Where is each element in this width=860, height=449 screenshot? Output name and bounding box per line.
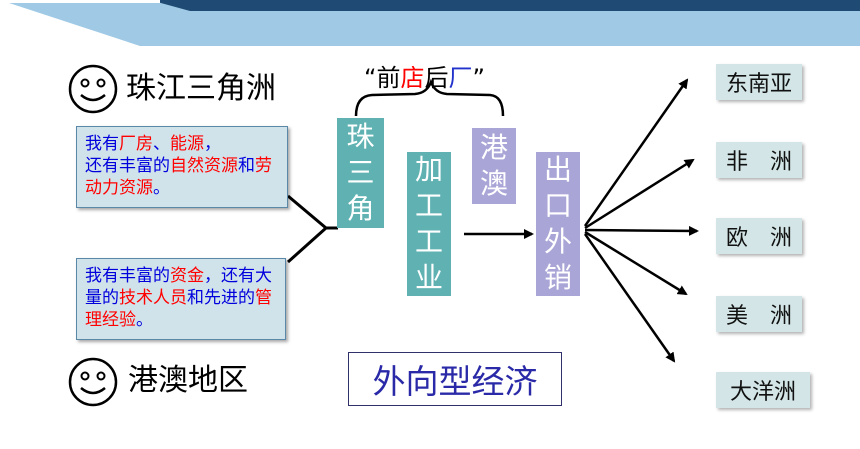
speech-highlight: 资金 bbox=[170, 266, 204, 286]
smiley-face-icon bbox=[68, 64, 118, 114]
speech-text: 。 bbox=[136, 310, 153, 330]
speech-box-prd: 我有厂房、能源， 还有丰富的自然资源和劳动力资源。 bbox=[76, 126, 288, 208]
destination-europe: 欧 洲 bbox=[716, 218, 802, 254]
hkmo-box: 港 澳 bbox=[472, 128, 516, 204]
slogan-char: 后 bbox=[424, 64, 449, 92]
speech-text: ， bbox=[204, 134, 221, 154]
speech-highlight: 技术人员 bbox=[119, 288, 187, 308]
arrow-to-dest-3 bbox=[584, 225, 699, 236]
arrow-to-dest-2 bbox=[584, 158, 695, 230]
region-label-prd: 珠江三角洲 bbox=[126, 71, 276, 106]
speech-text: ，还有大量的 bbox=[85, 266, 272, 308]
destination-africa: 非 洲 bbox=[716, 142, 802, 178]
slogan-char: 前 bbox=[376, 64, 401, 92]
destination-oceania: 大洋洲 bbox=[716, 372, 810, 408]
slogan-quote: “ bbox=[364, 64, 377, 92]
speech-text: 我有丰富的 bbox=[85, 266, 170, 286]
destination-southeast-asia: 东南亚 bbox=[716, 64, 802, 100]
slogan-brace bbox=[354, 78, 505, 117]
slogan-char: 厂 bbox=[448, 64, 473, 92]
speech-text: 。 bbox=[153, 178, 170, 198]
export-box: 出 口 外 销 bbox=[536, 152, 580, 296]
header-banner bbox=[0, 0, 860, 46]
processing-industry-box: 加 工 工 业 bbox=[407, 152, 451, 296]
smiley-face-icon bbox=[68, 357, 118, 407]
merge-line-top bbox=[287, 194, 327, 230]
hkmo-box-char: 澳 bbox=[479, 167, 508, 200]
process-box-char: 业 bbox=[414, 261, 443, 294]
arrow-to-dest-4 bbox=[584, 230, 688, 296]
slogan-quote: ” bbox=[472, 64, 485, 92]
speech-text: 和 bbox=[238, 156, 255, 176]
speech-highlight: 管理经验 bbox=[85, 288, 272, 330]
speech-highlight: 劳动力资源 bbox=[85, 156, 272, 198]
slogan-title: “前店后厂” bbox=[364, 58, 485, 93]
prd-box-char: 珠 bbox=[346, 120, 375, 153]
speech-box-hkmo: 我有丰富的资金，还有大量的技术人员和先进的管理经验。 bbox=[76, 258, 286, 340]
prd-box-char: 三 bbox=[346, 156, 375, 189]
export-box-char: 口 bbox=[543, 189, 572, 222]
slogan-char: 店 bbox=[400, 64, 425, 92]
speech-text: 和先进的 bbox=[187, 288, 255, 308]
speech-text: 还有丰富的 bbox=[85, 156, 170, 176]
export-box-char: 销 bbox=[543, 261, 572, 294]
outward-economy-label: 外向型经济 bbox=[348, 352, 562, 406]
speech-highlight: 自然资源 bbox=[170, 156, 238, 176]
arrow-to-dest-1 bbox=[583, 78, 689, 227]
process-box-char: 加 bbox=[414, 153, 443, 186]
destination-americas: 美 洲 bbox=[716, 296, 802, 332]
prd-box: 珠 三 角 bbox=[337, 118, 384, 228]
export-box-char: 出 bbox=[543, 153, 572, 186]
export-box-char: 外 bbox=[543, 225, 572, 258]
process-box-char: 工 bbox=[414, 189, 443, 222]
speech-text: 我有 bbox=[85, 134, 119, 154]
hkmo-box-char: 港 bbox=[479, 131, 508, 164]
arrow-to-dest-5 bbox=[583, 233, 676, 363]
merge-line-bottom bbox=[286, 226, 328, 264]
region-label-hkmo: 港澳地区 bbox=[128, 363, 248, 398]
speech-highlight: 能源 bbox=[170, 134, 204, 154]
speech-text: 、 bbox=[153, 134, 170, 154]
speech-highlight: 厂房 bbox=[119, 134, 153, 154]
prd-box-char: 角 bbox=[346, 192, 375, 225]
process-box-char: 工 bbox=[414, 225, 443, 258]
